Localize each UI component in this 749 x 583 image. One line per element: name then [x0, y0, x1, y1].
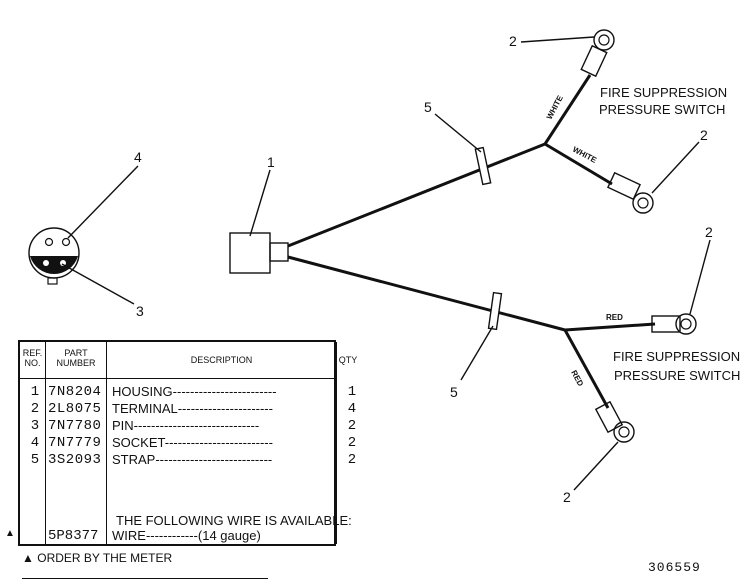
housing — [229, 232, 289, 274]
callout-5-lower: 5 — [450, 384, 458, 400]
callout-2-d: 2 — [563, 489, 571, 505]
header-ref: REF. NO. — [22, 348, 43, 368]
lower-harness-wire — [287, 255, 566, 332]
header-description: DESCRIPTION — [190, 355, 253, 365]
wire-availability-note: THE FOLLOWING WIRE IS AVAILABLE: — [116, 513, 352, 528]
footnote-mark: ▲ — [22, 551, 34, 565]
divider — [22, 578, 268, 579]
switch-label-lower-1: FIRE SUPPRESSION — [613, 349, 740, 364]
switch-label-upper-2: PRESSURE SWITCH — [599, 102, 725, 117]
footnote-text: ORDER BY THE METER — [37, 551, 173, 565]
terminal-lower-2 — [594, 400, 635, 443]
table-row: 1 7N8204 HOUSING------------------------… — [30, 384, 357, 400]
wire-label-red-2: RED — [569, 369, 585, 388]
drawing-number: 306559 — [648, 560, 701, 575]
terminal-lower-1 — [651, 313, 697, 335]
order-by-meter-marker: ▲ — [5, 528, 15, 539]
wire-row: 5P8377 WIRE------------(14 gauge) — [48, 528, 261, 544]
table-row: 2 2L8075 TERMINAL---------------------- … — [30, 401, 357, 417]
upper-harness-wire — [287, 142, 546, 248]
callout-4: 4 — [134, 149, 142, 165]
callout-3: 3 — [136, 303, 144, 319]
callout-2-c: 2 — [705, 224, 713, 240]
callout-2-b: 2 — [700, 127, 708, 143]
header-part-number: PART NUMBER — [56, 348, 96, 368]
switch-label-upper-1: FIRE SUPPRESSION — [600, 85, 727, 100]
table-row: 3 7N7780 PIN----------------------------… — [30, 418, 357, 434]
terminal-upper-1 — [580, 29, 615, 78]
terminal-upper-2 — [607, 171, 654, 214]
table-row: 5 3S2093 STRAP--------------------------… — [30, 452, 357, 468]
footnote: ▲ ORDER BY THE METER — [22, 551, 172, 565]
callout-5-upper: 5 — [424, 99, 432, 115]
header-qty: QTY — [338, 355, 358, 365]
parts-list-table: REF. NO. PART NUMBER DESCRIPTION QTY 1 7… — [18, 340, 357, 546]
callout-2-a: 2 — [509, 33, 517, 49]
wire-label-red-1: RED — [606, 313, 623, 322]
callout-1: 1 — [267, 154, 275, 170]
table-row: 4 7N7779 SOCKET-------------------------… — [30, 435, 357, 451]
connector-end-view — [28, 227, 80, 285]
switch-label-lower-2: PRESSURE SWITCH — [614, 368, 740, 383]
